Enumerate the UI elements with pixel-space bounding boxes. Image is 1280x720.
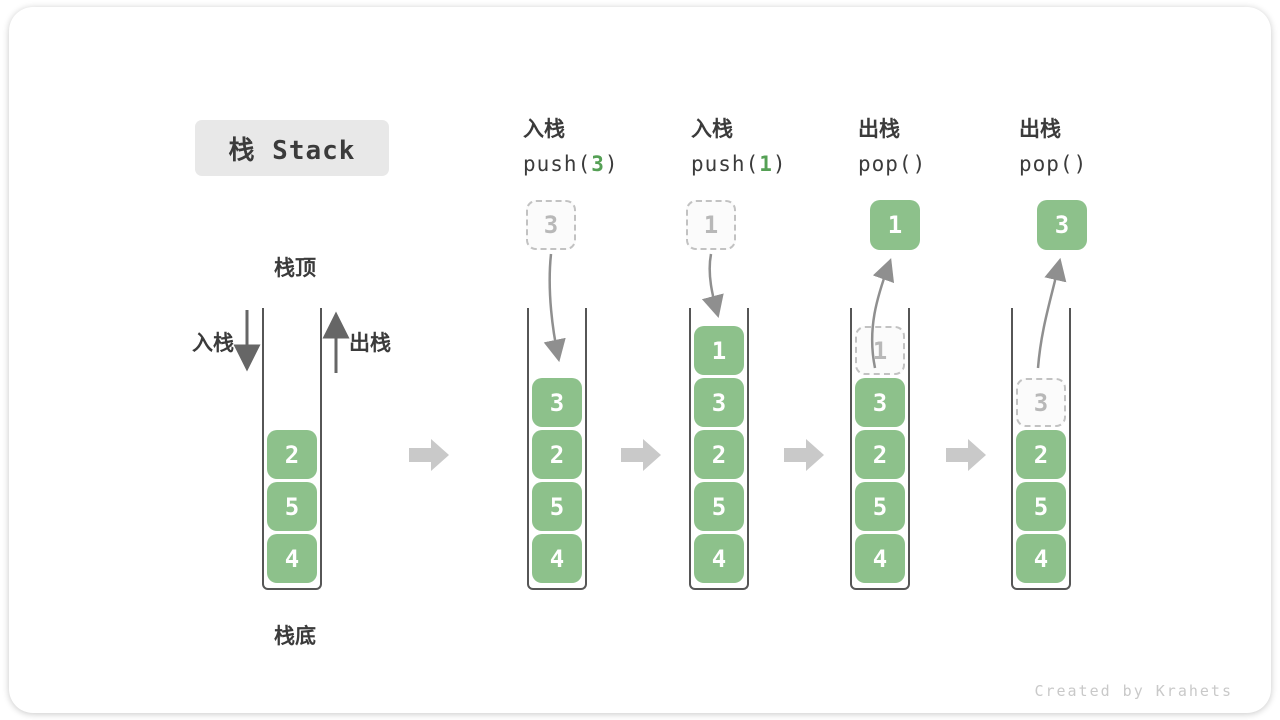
stack-cell: 3 [694, 378, 744, 427]
staged-element-box: 1 [686, 200, 736, 250]
stack-cell: 4 [694, 534, 744, 583]
op-header-pop-2: 出栈 pop() [1019, 113, 1189, 176]
stack-cell: 4 [267, 534, 317, 583]
popped-element-box: 3 [1037, 200, 1087, 250]
op-code: pop() [1019, 152, 1088, 176]
op-code: push(3) [523, 152, 619, 176]
stack-cell: 5 [267, 482, 317, 531]
pop-direction-label: 出栈 [349, 331, 391, 355]
popped-slot-cell: 1 [855, 326, 905, 375]
stack-cell: 2 [1016, 430, 1066, 479]
stack-cell: 5 [855, 482, 905, 531]
op-label: 入栈 [523, 117, 565, 141]
stack-top-label: 栈顶 [274, 256, 316, 280]
stack-cell: 4 [855, 534, 905, 583]
op-header-pop-1: 出栈 pop() [858, 113, 1028, 176]
watermark: Created by Krahets [1034, 682, 1233, 700]
push-motion-arrow-icon [701, 253, 724, 319]
stack-cell: 4 [532, 534, 582, 583]
stack-cell: 5 [694, 482, 744, 531]
op-arg: 1 [759, 152, 773, 176]
next-step-arrow-icon [946, 439, 986, 471]
stack-cell: 3 [855, 378, 905, 427]
popped-slot-cell: 3 [1016, 378, 1066, 427]
stack-cell: 5 [1016, 482, 1066, 531]
title-badge: 栈 Stack [195, 120, 389, 176]
op-label: 出栈 [858, 117, 900, 141]
op-header-push-3: 入栈 push(3) [523, 113, 693, 176]
stack-cell: 2 [267, 430, 317, 479]
diagram-card: 栈 Stack 栈顶 栈底 入栈 出栈 入栈 push(3) 入栈 push(1… [9, 7, 1271, 713]
stack-cell: 5 [532, 482, 582, 531]
next-step-arrow-icon [621, 439, 661, 471]
op-header-push-1: 入栈 push(1) [691, 113, 861, 176]
next-step-arrow-icon [409, 439, 449, 471]
next-step-arrow-icon [784, 439, 824, 471]
stack-cell: 2 [532, 430, 582, 479]
stack-cell: 4 [1016, 534, 1066, 583]
op-label: 出栈 [1019, 117, 1061, 141]
op-code: pop() [858, 152, 927, 176]
op-label: 入栈 [691, 117, 733, 141]
stack-bottom-label: 栈底 [274, 624, 316, 648]
op-code: push(1) [691, 152, 787, 176]
staged-element-box: 3 [526, 200, 576, 250]
stack-cell: 3 [532, 378, 582, 427]
stack-cell: 2 [855, 430, 905, 479]
push-direction-label: 入栈 [192, 331, 234, 355]
op-arg: 3 [591, 152, 605, 176]
stack-cell: 1 [694, 326, 744, 375]
stack-cell: 2 [694, 430, 744, 479]
popped-element-box: 1 [870, 200, 920, 250]
